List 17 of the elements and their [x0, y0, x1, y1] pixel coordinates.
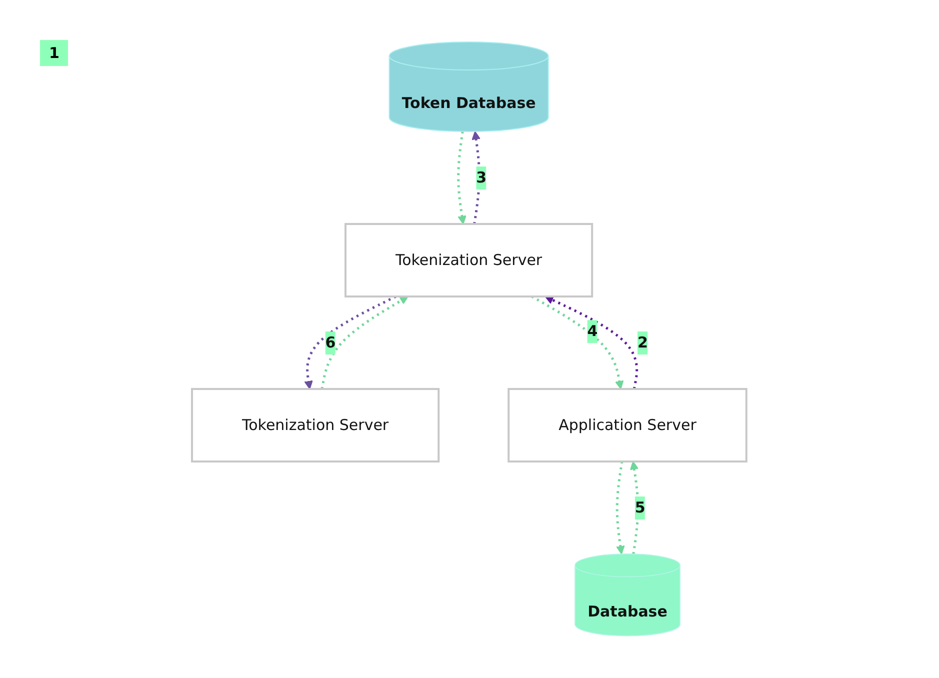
- edge-label: 2: [638, 334, 648, 352]
- arrow: [304, 296, 397, 390]
- node-box: Tokenization Server: [344, 223, 594, 298]
- arrow: [616, 461, 626, 555]
- arrow: [457, 131, 467, 225]
- edge-label: 5: [635, 498, 646, 517]
- edge-label: 3: [476, 168, 487, 187]
- arrow: [472, 131, 481, 224]
- arrow: [545, 296, 638, 390]
- step-number: 1: [40, 40, 68, 66]
- arrow: [532, 296, 624, 390]
- node-box: Tokenization Server: [191, 388, 440, 463]
- arrow: [321, 296, 409, 390]
- edge-label: 6: [326, 334, 336, 352]
- arrow: [630, 461, 640, 554]
- node-box: Application Server: [508, 388, 748, 463]
- edge-label: 4: [588, 322, 598, 340]
